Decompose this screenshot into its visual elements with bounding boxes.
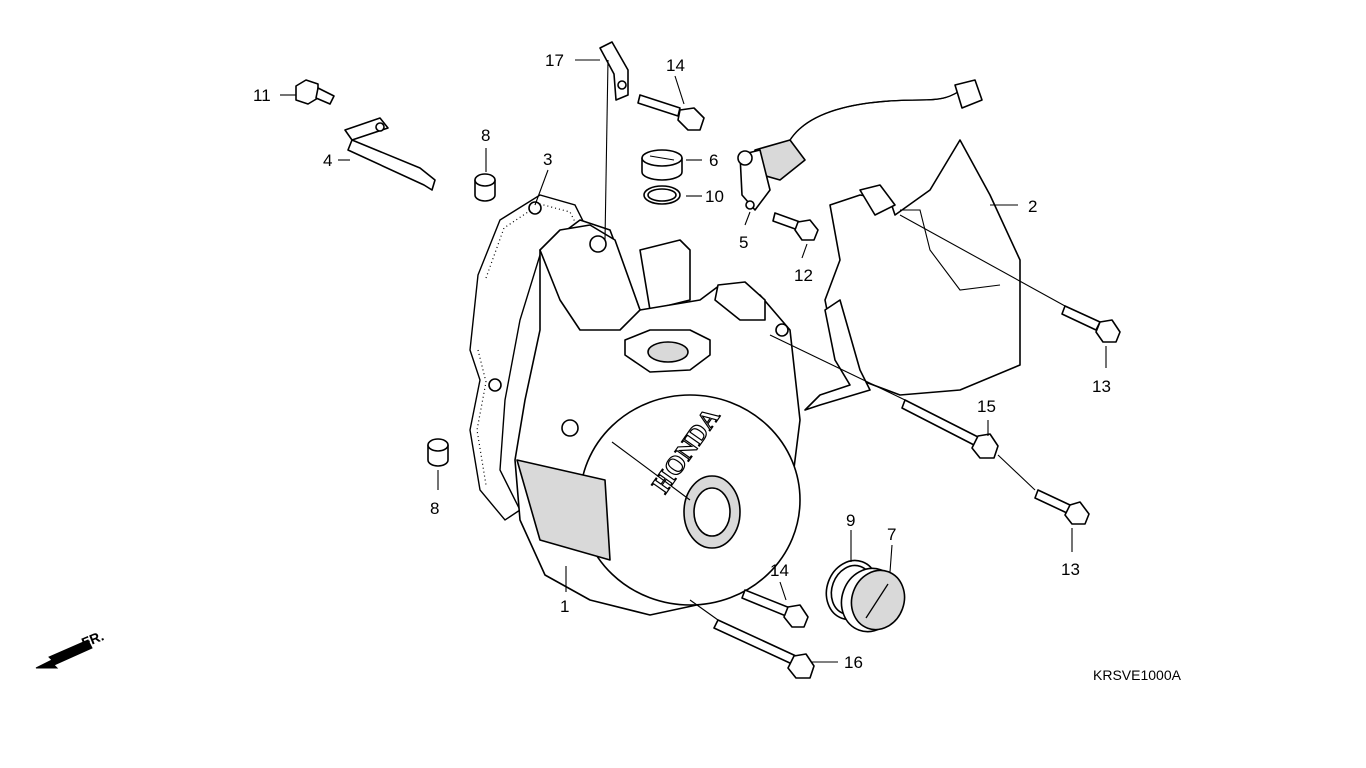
sensor-harness-part <box>737 79 983 211</box>
drawing-code: KRSVE1000A <box>1093 667 1182 683</box>
bolt-13-lower-part <box>1034 489 1090 525</box>
callout-11: 11 <box>253 86 271 105</box>
callout-6: 6 <box>709 151 718 170</box>
bolt-12-part <box>772 212 819 241</box>
front-direction-label: FR. <box>79 627 106 650</box>
leader-lines <box>280 59 1107 663</box>
callout-7: 7 <box>887 525 896 544</box>
callout-8-bottom: 8 <box>430 499 439 518</box>
bolt-13-upper-part <box>1061 305 1121 343</box>
callout-14-top: 14 <box>666 56 685 75</box>
callout-9: 9 <box>846 511 855 530</box>
gasket-part <box>469 194 591 521</box>
plug-6-part <box>641 149 683 181</box>
callout-1: 1 <box>560 597 569 616</box>
callout-2: 2 <box>1028 197 1037 216</box>
callout-5: 5 <box>739 233 748 252</box>
callout-3: 3 <box>543 150 552 169</box>
callout-13-upper: 13 <box>1092 377 1111 396</box>
dowel-pin-bottom-part <box>427 438 449 467</box>
bolt-11-part <box>295 79 335 105</box>
callout-10: 10 <box>705 187 724 206</box>
clip-17-part <box>599 41 629 101</box>
callout-8-top: 8 <box>481 126 490 145</box>
callout-16: 16 <box>844 653 863 672</box>
callout-13-lower: 13 <box>1061 560 1080 579</box>
cap-7-part <box>840 567 906 633</box>
bolt-15-part <box>901 399 999 459</box>
bolt-16-part <box>713 619 815 679</box>
bracket-part <box>344 117 436 191</box>
callout-12: 12 <box>794 266 813 285</box>
left-crankcase-cover-part <box>514 219 801 616</box>
cover-2-part <box>804 139 1021 411</box>
callout-15: 15 <box>977 397 996 416</box>
front-direction-arrow: FR. <box>35 627 106 669</box>
bolt-14-bottom-part <box>741 589 809 628</box>
callout-14-bottom: 14 <box>770 561 789 580</box>
dowel-pin-top-part <box>474 173 496 202</box>
callout-17: 17 <box>545 51 564 70</box>
o-ring-10-part <box>643 185 681 205</box>
callout-4: 4 <box>323 151 332 170</box>
bolt-14-top-part <box>637 94 705 131</box>
